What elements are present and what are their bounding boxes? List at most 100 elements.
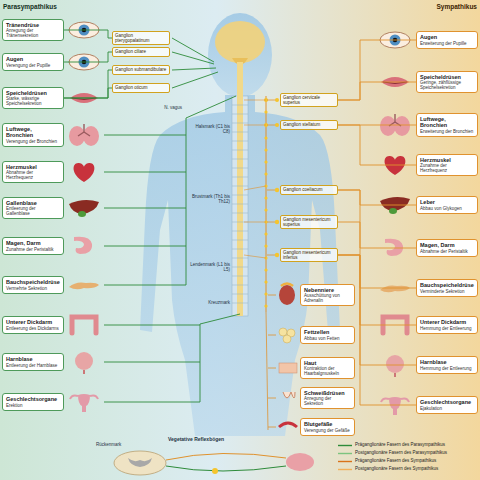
node-heading: Haut [304,360,351,366]
node-body: Kontraktion der Haarbalgmuskeln [304,366,351,376]
parasympathetic-fibres [104,38,240,402]
legend-text: Postganglionäre Fasern des Sympathikus [355,467,438,472]
brain [215,21,265,63]
organ-box: Luftwege, BronchienErweiterung der Bronc… [416,113,478,137]
node-heading: Geschlechtsorgane [420,399,474,405]
node-heading: Tränendrüse [6,22,60,28]
node-body: Hemmung der Entleerung [420,366,474,371]
stomach-icon [74,237,92,254]
node-body: Abnahme der Herzfrequenz [6,170,60,180]
node-body: Hemmung der Entleerung [420,326,474,331]
node-body: Ausschüttung von Adrenalin [304,293,351,303]
kidney-icon [279,285,295,305]
node-body: Entleerung der Harnblase [6,363,60,368]
organ-box: TränendrüseAnregung der Tränensekretion [2,19,64,42]
node-body: Vermehrte Sekretion [6,286,60,291]
node-heading: Magen, Darm [6,240,60,246]
node-body: Zunahme der Herzfrequenz [420,163,474,173]
node-heading: Ganglion stellatum [283,122,335,127]
organ-box: SpeicheldrüsenStarke, wässrige Speichels… [2,87,64,110]
fat-cell-icon [279,328,295,343]
node-heading: Harnblase [420,359,474,365]
node-body: Verminderte Sekretion [420,289,474,294]
node-heading: Herzmuskel [6,164,60,170]
organ-box: HerzmuskelZunahme der Herzfrequenz [416,154,478,177]
organ-box: AugenVerengung der Pupille [2,53,64,70]
nerve-connector [64,70,112,98]
node-body: Abnahme der Peristaltik [420,249,474,254]
ganglion-label: Ganglion stellatum [280,120,338,129]
genital-icon [70,394,98,412]
gallbladder-icon [69,200,99,217]
reflex-arc [114,451,314,475]
sympathetic-chain [244,96,279,430]
node-heading: Augen [6,56,60,62]
organ-box: Magen, DarmZunahme der Peristaltik [2,237,64,254]
legend-text: Präganglionäre Fasern des Sympathikus [355,459,436,464]
nerve-connector [338,255,416,365]
organ-box: SpeicheldrüsenGeringe, zähflüssige Speic… [416,71,478,94]
organ-box: HerzmuskelAbnahme der Herzfrequenz [2,161,64,184]
anatomy-label: Kreuzmark [190,300,230,305]
column-heading: Parasympathikus [3,3,103,10]
node-heading: Herzmuskel [420,157,474,163]
pancreas-icon [380,286,410,293]
node-body: Verengung der Bronchien [6,139,60,144]
nerve-connector [64,30,112,38]
ganglion-label: Ganglion mesentericum inferius [280,248,338,262]
organ-box: HarnblaseEntleerung der Harnblase [2,353,64,370]
vessel-icon [279,423,297,427]
organ-box: BauchspeicheldrüseVerminderte Sekretion [416,279,478,296]
legend-row: Präganglionäre Fasern des Sympathikus [338,459,477,464]
organ-box: LeberAbbau von Glykogen [416,196,478,213]
colon-icon [72,317,96,333]
legend-row: Postganglionäre Fasern des Sympathikus [338,467,477,472]
node-heading: Speicheldrüsen [420,74,474,80]
node-heading: Harnblase [6,356,60,362]
ganglion-label: Ganglion mesentericum superius [280,215,338,229]
node-heading: Ganglion oticum [115,85,167,90]
organ-box: GeschlechtsorganeErektion [2,393,64,410]
node-heading: Magen, Darm [420,242,474,248]
sweat-gland-icon [283,392,295,398]
ganglion-label: Ganglion pterygopalatinum [112,31,170,45]
node-body: Anregung der Sekretion [304,396,351,406]
node-heading: Ganglion pterygopalatinum [115,33,167,43]
column-heading: Sympathikus [378,3,477,10]
target-box: SchweißdrüsenAnregung der Sekretion [300,387,355,410]
node-body: Starke, wässrige Speichelsekretion [6,96,60,106]
node-body: Anregung der Tränensekretion [6,28,60,38]
legend-text: Präganglionäre Fasern des Parasympathiku… [355,443,445,448]
node-heading: Ganglion cervicale superius [283,95,335,105]
node-body: Geringe, zähflüssige Speichelsekretion [420,80,474,90]
node-body: Verengung der Gefäße [304,428,351,433]
nerve-connector [338,190,416,248]
pancreas-icon [69,283,99,290]
nerve-connector [338,40,416,100]
liver-icon [380,197,410,214]
ganglion-label: Ganglion ciliare [112,47,170,56]
node-body: Erweiterung der Pupille [420,41,474,46]
node-body: Erweiterung der Bronchien [420,129,474,134]
node-heading: Luftwege, Bronchien [420,116,474,129]
node-heading: Unterer Dickdarm [420,319,474,325]
anatomy-label: Lendenmark (L1 bis L5) [190,262,230,272]
node-heading: Nebenniere [304,287,351,293]
legend-line-sample [338,459,352,464]
organ-box: HarnblaseHemmung der Entleerung [416,356,478,373]
organ-icons [69,22,410,427]
target-box: HautKontraktion der Haarbalgmuskeln [300,357,355,380]
lungs-icon [69,124,99,146]
adrenal-icon [281,284,293,287]
node-heading: Augen [420,34,474,40]
node-heading: Leber [420,199,474,205]
heart-icon [385,156,406,175]
legend-line-sample [338,443,352,448]
target-box: BlutgefäßeVerengung der Gefäße [300,418,355,435]
node-heading: Bauchspeicheldrüse [6,279,60,285]
organ-box: Magen, DarmAbnahme der Peristaltik [416,239,478,256]
